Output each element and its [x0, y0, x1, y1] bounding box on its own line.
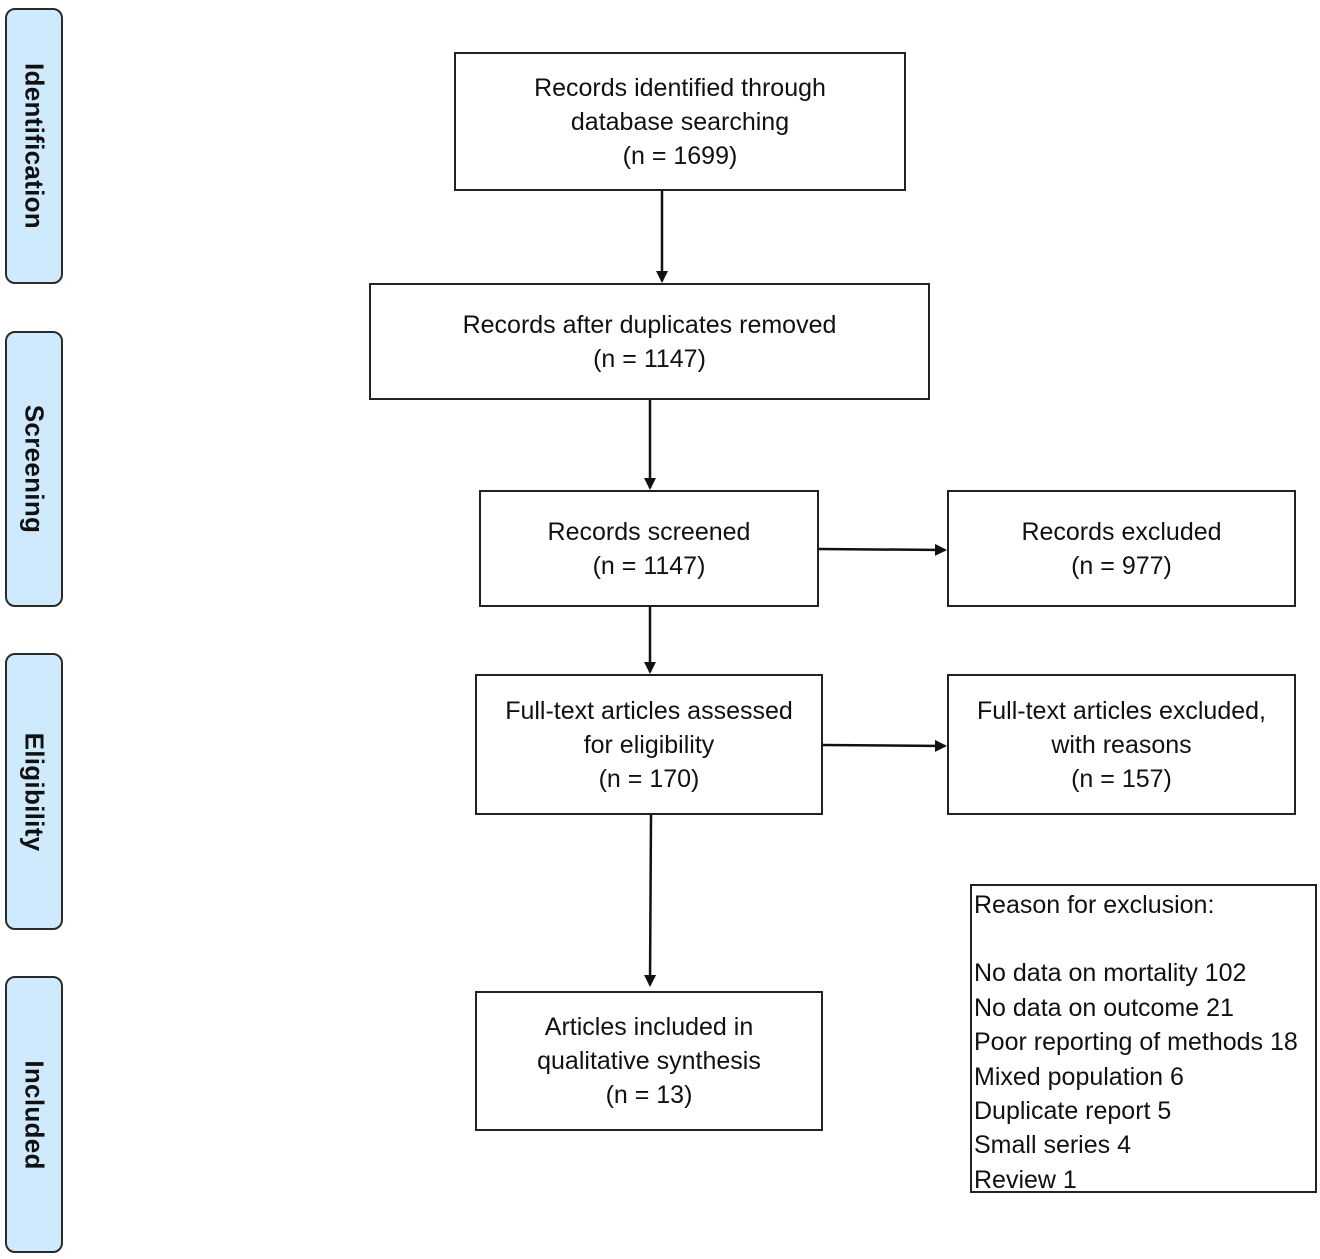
stage-eligibility: Eligibility — [5, 653, 63, 930]
exclusion-reason-item: Review 1 — [974, 1165, 1077, 1193]
fulltext-assessed-line2: for eligibility — [583, 730, 715, 759]
records-identified-box: Records identified through database sear… — [454, 52, 906, 191]
exclusion-reason-item: Small series 4 — [974, 1131, 1131, 1160]
records-excluded-label: Records excluded — [1021, 517, 1222, 546]
articles-included-line2: qualitative synthesis — [537, 1047, 761, 1075]
records-identified-count: (n = 1699) — [622, 141, 738, 170]
fulltext-assessed-box: Full-text articles assessed for eligibil… — [475, 674, 823, 815]
records-excluded-box: Records excluded (n = 977) — [947, 490, 1296, 607]
exclusion-reason-item: No data on outcome 21 — [974, 993, 1234, 1022]
exclusion-reasons-box: Reason for exclusion: No data on mortali… — [970, 884, 1317, 1193]
records-screened-count: (n = 1147) — [592, 551, 706, 580]
articles-included-count: (n = 13) — [605, 1081, 693, 1109]
stage-included: Included — [5, 976, 63, 1253]
arrow-screened-to-excluded — [818, 543, 947, 556]
exclusion-reason-item: Duplicate report 5 — [974, 1097, 1172, 1126]
exclusion-reason-item: No data on mortality 102 — [974, 959, 1247, 988]
records-after-duplicates-box: Records after duplicates removed (n = 11… — [369, 283, 930, 400]
records-screened-label: Records screened — [547, 517, 751, 546]
records-after-duplicates-label: Records after duplicates removed — [462, 310, 837, 339]
articles-included-line1: Articles included in — [544, 1013, 754, 1041]
records-identified-line1: Records identified through — [534, 73, 826, 102]
records-identified-line2: database searching — [570, 107, 790, 136]
fulltext-excluded-box: Full-text articles excluded, with reason… — [947, 674, 1296, 815]
fulltext-excluded-count: (n = 157) — [1071, 764, 1172, 793]
articles-included-box: Articles included in qualitative synthes… — [475, 991, 823, 1131]
records-screened-box: Records screened (n = 1147) — [479, 490, 819, 607]
fulltext-assessed-line1: Full-text articles assessed — [505, 696, 793, 725]
stage-identification: Identification — [5, 8, 63, 284]
arrow-fulltext-to-excluded — [822, 739, 947, 752]
exclusion-reason-item: Poor reporting of methods 18 — [974, 1028, 1298, 1057]
exclusion-reasons-heading: Reason for exclusion: — [974, 891, 1215, 919]
records-excluded-count: (n = 977) — [1071, 551, 1172, 580]
records-after-duplicates-count: (n = 1147) — [593, 344, 706, 373]
fulltext-excluded-line1: Full-text articles excluded, — [976, 696, 1266, 725]
arrow-fulltext-to-included — [644, 814, 657, 987]
stage-screening: Screening — [5, 331, 63, 607]
fulltext-assessed-count: (n = 170) — [598, 764, 700, 793]
exclusion-reason-item: Mixed population 6 — [974, 1062, 1184, 1091]
fulltext-excluded-line2: with reasons — [1051, 730, 1192, 759]
